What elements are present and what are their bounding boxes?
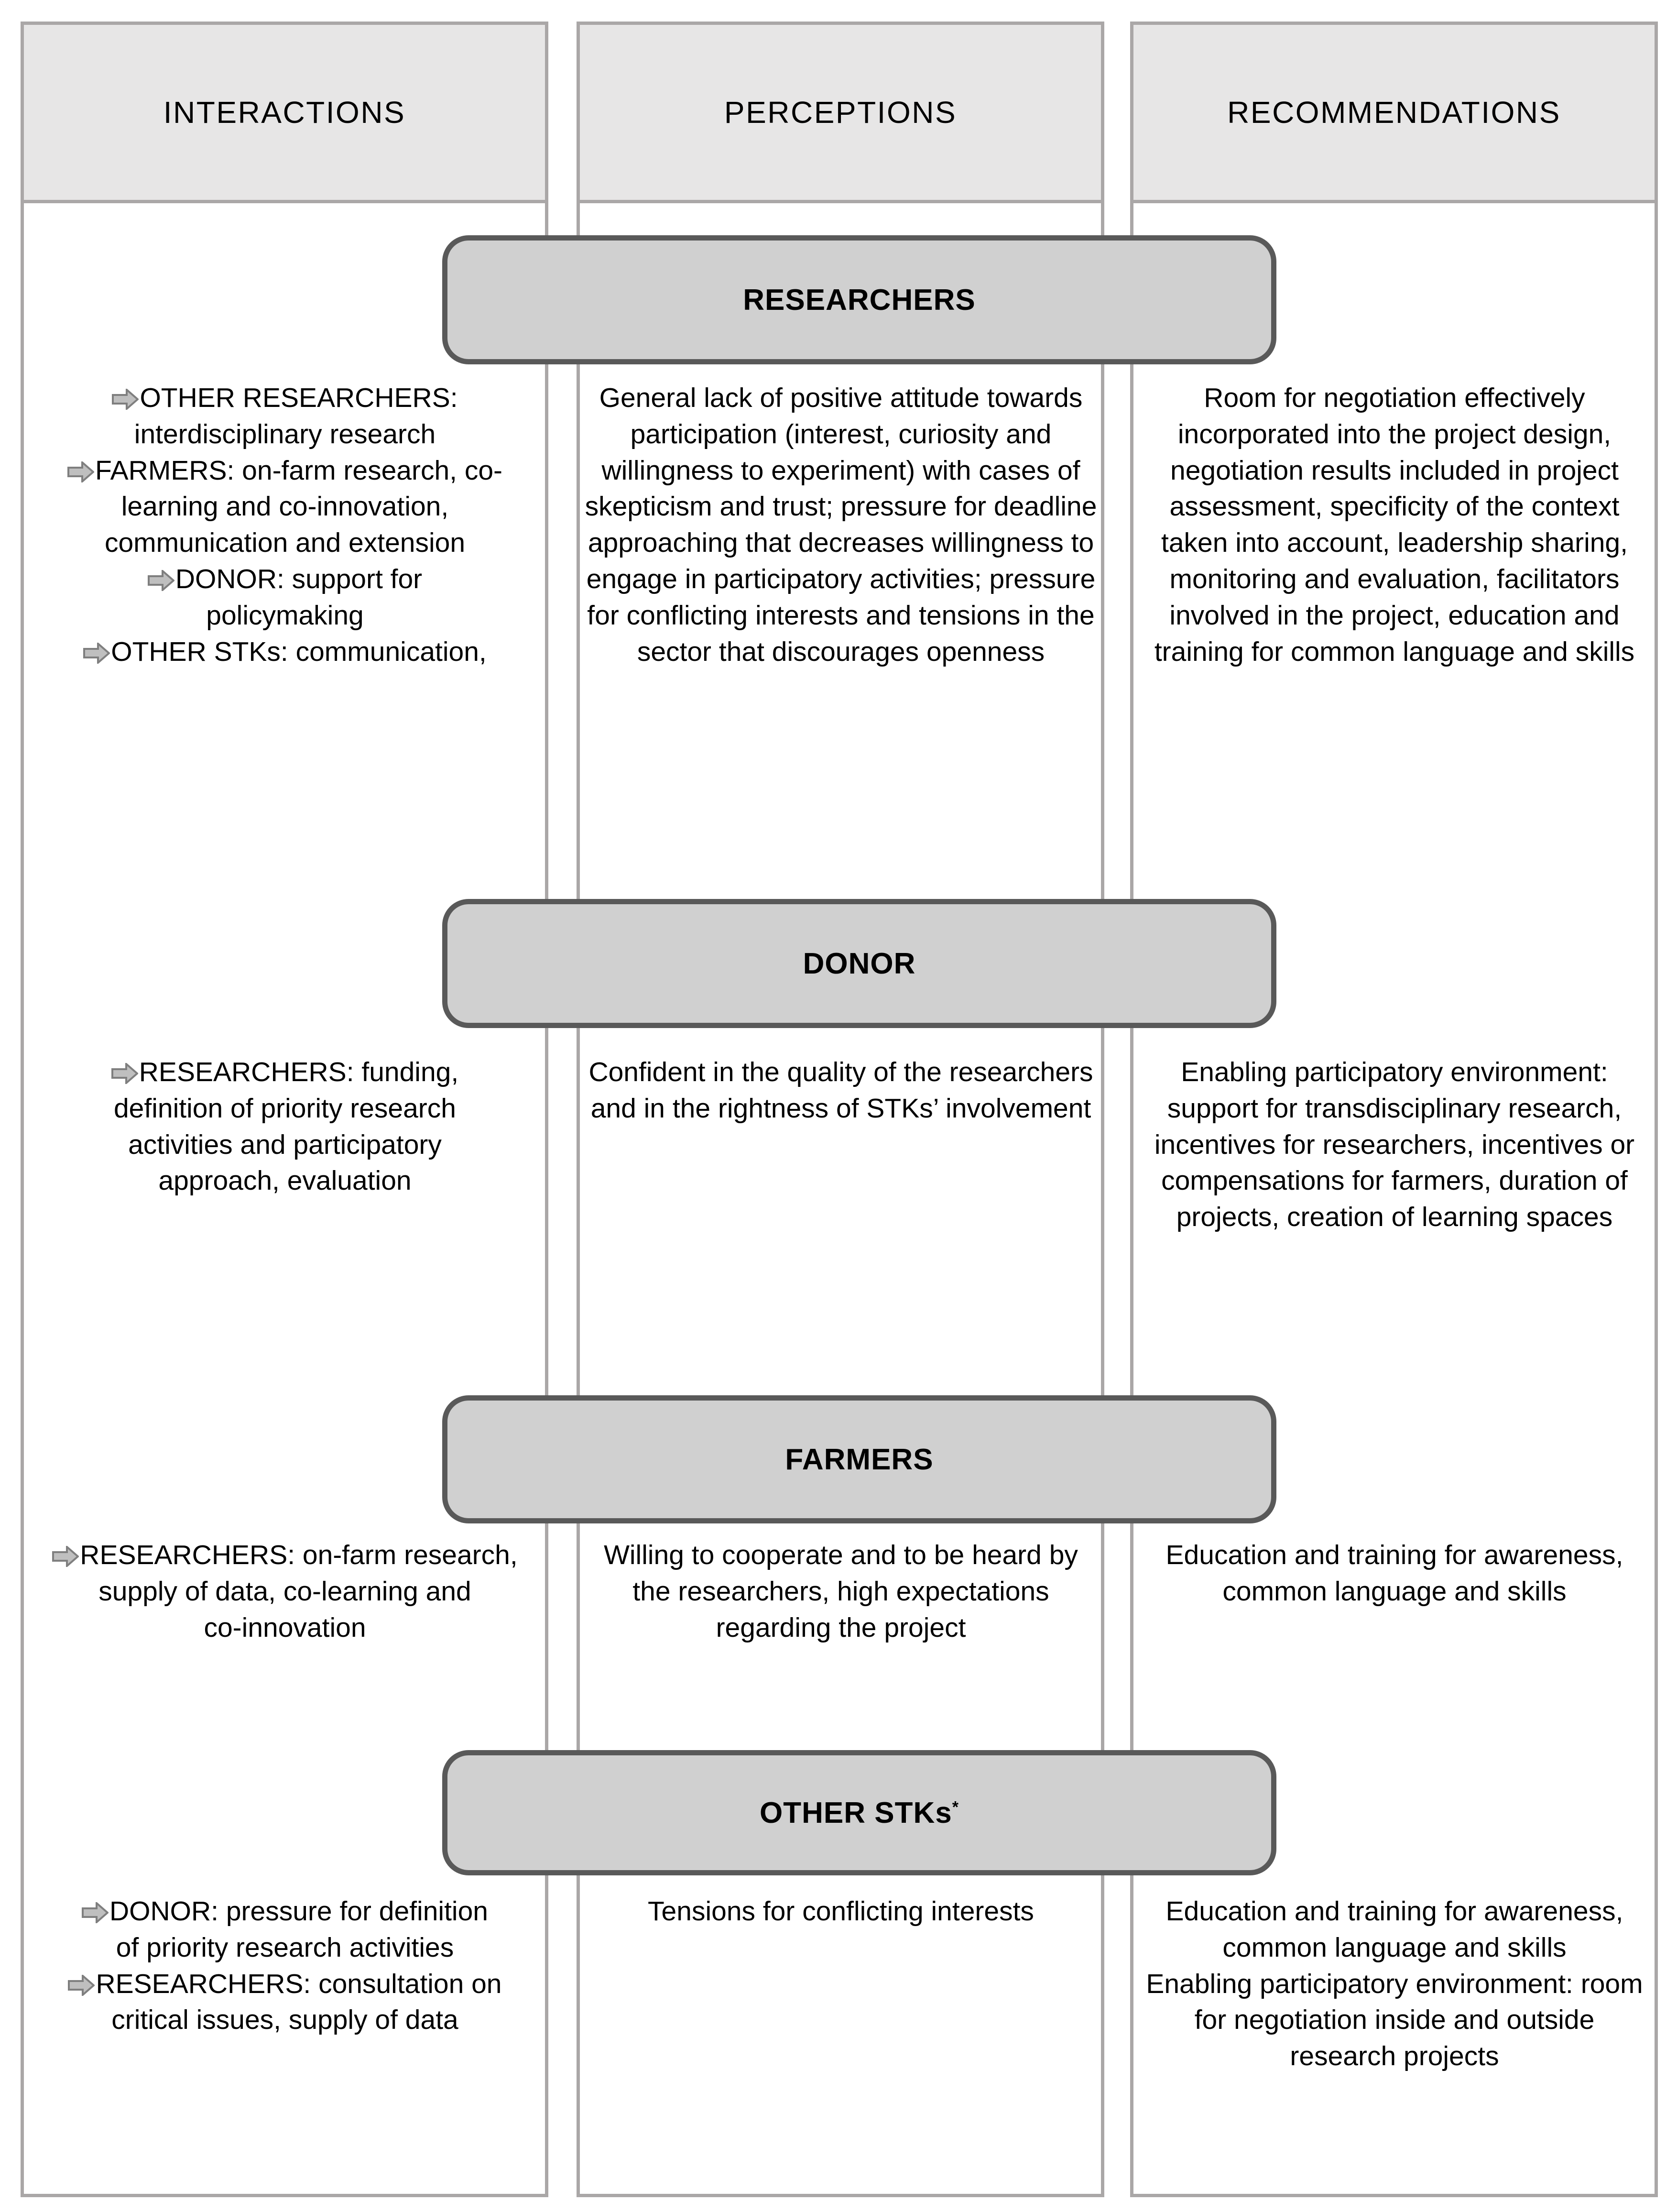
interaction-line: learning and co-innovation, <box>29 489 541 525</box>
interaction-line-text: OTHER STKs: communication, <box>111 636 487 667</box>
interaction-line-text: FARMERS: on-farm research, co- <box>95 455 503 486</box>
interaction-line: communication and extension <box>29 525 541 561</box>
cell-paragraph: Room for negotiation effectively incorpo… <box>1154 383 1635 667</box>
interaction-line-text: approach, evaluation <box>158 1165 412 1196</box>
interaction-line-text: definition of priority research <box>113 1093 456 1124</box>
interaction-line: RESEARCHERS: funding, <box>29 1054 541 1091</box>
actor-banner-text-farmers: FARMERS <box>785 1443 934 1476</box>
interaction-line: approach, evaluation <box>29 1163 541 1199</box>
interaction-line-text: OTHER RESEARCHERS: <box>140 383 458 413</box>
interaction-line: RESEARCHERS: consultation on <box>29 1966 541 2003</box>
interaction-line-text: policymaking <box>206 600 364 631</box>
right-arrow-icon <box>52 1546 79 1567</box>
interaction-line: FARMERS: on-farm research, co- <box>29 453 541 489</box>
actor-banner-text-donor: DONOR <box>803 947 916 980</box>
actor-banner-other-stks: OTHER STKs* <box>442 1750 1276 1875</box>
cell-paragraph: Confident in the quality of the research… <box>588 1057 1093 1124</box>
right-arrow-icon <box>83 642 110 664</box>
interaction-line: policymaking <box>29 598 541 634</box>
right-arrow-icon <box>67 461 94 482</box>
interaction-line: DONOR: support for <box>29 561 541 598</box>
interaction-line-text: RESEARCHERS: on-farm research, <box>80 1540 518 1570</box>
interaction-line-text: communication and extension <box>104 527 466 558</box>
interaction-line-text: DONOR: pressure for definition <box>109 1896 488 1927</box>
interaction-line: definition of priority research <box>29 1091 541 1127</box>
actor-banner-farmers: FARMERS <box>442 1395 1276 1523</box>
cell-perceptions-donor: Confident in the quality of the research… <box>585 1054 1097 1127</box>
actor-banner-researchers: RESEARCHERS <box>442 235 1276 364</box>
cell-paragraph: Tensions for conflicting interests <box>648 1896 1034 1927</box>
interaction-line-text: RESEARCHERS: funding, <box>139 1057 459 1087</box>
cell-recommendations-farmers: Education and training for awareness, co… <box>1138 1537 1651 1610</box>
interaction-line: DONOR: pressure for definition <box>29 1894 541 1930</box>
cell-paragraph: Willing to cooperate and to be heard by … <box>604 1540 1078 1643</box>
cell-paragraph: Education and training for awareness, co… <box>1165 1896 1623 1963</box>
cell-interactions-researchers: OTHER RESEARCHERS: interdisciplinary rese… <box>29 380 541 670</box>
interaction-line-text: critical issues, supply of data <box>111 2004 458 2036</box>
right-arrow-icon <box>111 1063 138 1084</box>
cell-interactions-other-stks: DONOR: pressure for definition of priorit… <box>29 1894 541 2038</box>
right-arrow-icon <box>112 389 139 410</box>
interaction-line-text: learning and co-innovation, <box>121 491 449 522</box>
cell-paragraph: General lack of positive attitude toward… <box>585 383 1097 667</box>
interaction-line: RESEARCHERS: on-farm research, <box>29 1537 541 1574</box>
actor-banner-text-other-stks: OTHER STKs <box>760 1796 952 1829</box>
cell-paragraph: Education and training for awareness, co… <box>1165 1540 1623 1607</box>
interaction-line-text: activities and participatory <box>128 1129 442 1160</box>
cell-paragraph: Enabling participatory environment: supp… <box>1154 1057 1635 1233</box>
cell-perceptions-farmers: Willing to cooperate and to be heard by … <box>585 1537 1097 1646</box>
actor-banner-label-researchers: RESEARCHERS <box>743 283 975 317</box>
right-arrow-icon <box>147 569 174 591</box>
interaction-line-text: DONOR: support for <box>175 563 423 594</box>
interaction-line: supply of data, co-learning and <box>29 1574 541 1610</box>
cell-recommendations-researchers: Room for negotiation effectively incorpo… <box>1138 380 1651 670</box>
interaction-line: critical issues, supply of data <box>29 2002 541 2038</box>
actor-banner-superscript-other-stks: * <box>952 1797 959 1816</box>
column-header-label-recommendations: RECOMMENDATIONS <box>1227 95 1561 130</box>
right-arrow-icon <box>82 1902 109 1923</box>
interaction-line-text: supply of data, co-learning and <box>98 1576 471 1607</box>
column-header-perceptions: PERCEPTIONS <box>577 22 1104 203</box>
interaction-line: of priority research activities <box>29 1930 541 1966</box>
cell-paragraph: Enabling participatory environment: room… <box>1146 1968 1643 2072</box>
interaction-line-text: of priority research activities <box>116 1932 454 1963</box>
cell-perceptions-other-stks: Tensions for conflicting interests <box>585 1894 1097 1930</box>
column-header-interactions: INTERACTIONS <box>21 22 548 203</box>
interaction-line-text: interdisciplinary research <box>134 418 436 449</box>
column-header-recommendations: RECOMMENDATIONS <box>1130 22 1658 203</box>
actor-banner-label-donor: DONOR <box>803 947 916 981</box>
interaction-line: co-innovation <box>29 1610 541 1646</box>
interaction-line-text: co-innovation <box>204 1612 366 1643</box>
right-arrow-icon <box>68 1974 95 1996</box>
actor-banner-label-farmers: FARMERS <box>785 1443 933 1477</box>
actor-banner-text-researchers: RESEARCHERS <box>743 283 976 317</box>
cell-recommendations-donor: Enabling participatory environment: supp… <box>1138 1054 1651 1236</box>
interaction-line: OTHER RESEARCHERS: <box>29 380 541 416</box>
cell-recommendations-other-stks: Education and training for awareness, co… <box>1138 1894 1651 2075</box>
interaction-line: activities and participatory <box>29 1127 541 1163</box>
column-header-label-perceptions: PERCEPTIONS <box>724 95 957 130</box>
cell-interactions-farmers: RESEARCHERS: on-farm research, supply of … <box>29 1537 541 1646</box>
actor-banner-label-other-stks: OTHER STKs* <box>760 1796 959 1830</box>
interaction-line: interdisciplinary research <box>29 416 541 453</box>
cell-interactions-donor: RESEARCHERS: funding, definition of prior… <box>29 1054 541 1199</box>
column-header-label-interactions: INTERACTIONS <box>163 95 406 130</box>
interaction-line-text: RESEARCHERS: consultation on <box>96 1968 502 1999</box>
interaction-line: OTHER STKs: communication, <box>29 634 541 670</box>
actor-banner-donor: DONOR <box>442 899 1276 1028</box>
cell-perceptions-researchers: General lack of positive attitude toward… <box>585 380 1097 670</box>
